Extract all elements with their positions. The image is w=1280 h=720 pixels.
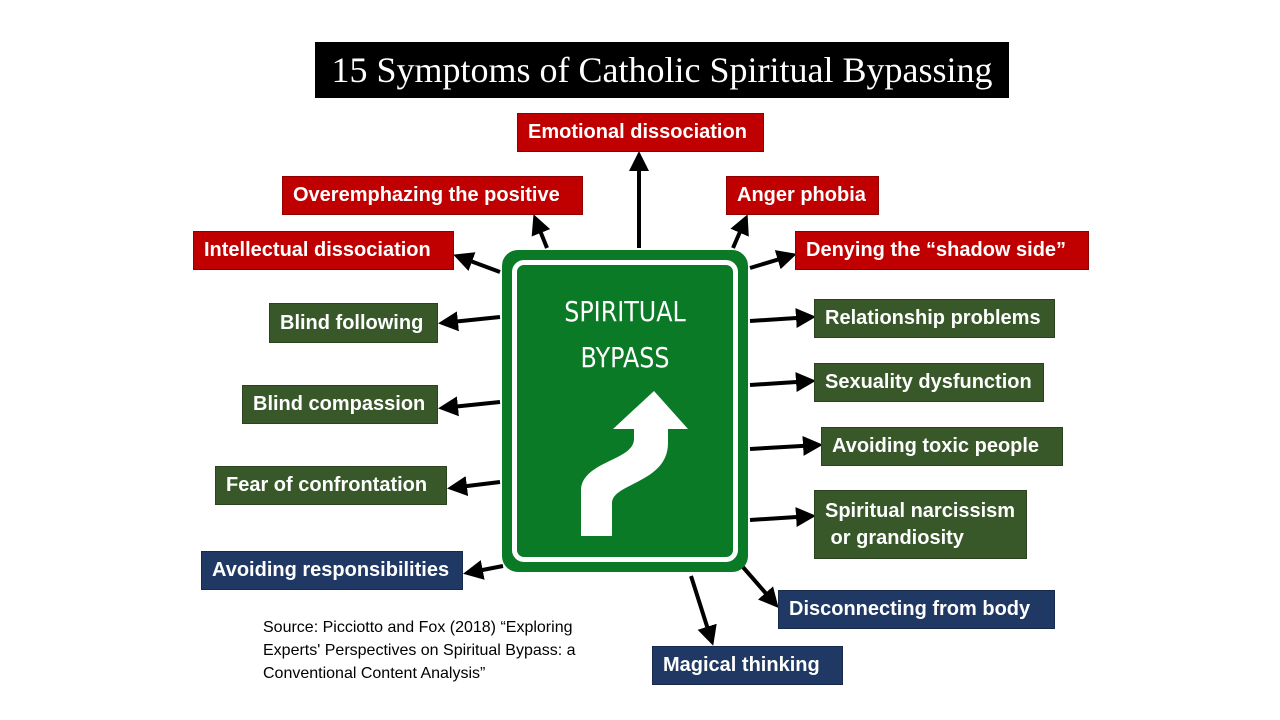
symptom-sexuality-dysfunction: Sexuality dysfunction (814, 363, 1044, 402)
symptom-blind-compassion: Blind compassion (242, 385, 438, 424)
sign-line-2: BYPASS (580, 341, 670, 374)
symptom-overemphazing-positive: Overemphazing the positive (282, 176, 583, 215)
arrow-narcissism (749, 507, 816, 528)
symptom-denying-shadow-side: Denying the “shadow side” (795, 231, 1089, 270)
symptom-avoiding-responsibilities: Avoiding responsibilities (201, 551, 463, 590)
symptom-relationship-problems: Relationship problems (814, 299, 1055, 338)
source-citation: Source: Picciotto and Fox (2018) “Explor… (263, 616, 633, 686)
symptom-avoiding-toxic-people: Avoiding toxic people (821, 427, 1063, 466)
curved-arrow-up-icon (581, 391, 688, 536)
symptom-blind-following: Blind following (269, 303, 438, 343)
spiritual-bypass-sign: SPIRITUAL BYPASS (502, 250, 748, 572)
sign-border: SPIRITUAL BYPASS (512, 260, 738, 562)
symptom-fear-of-confrontation: Fear of confrontation (215, 466, 447, 505)
arrow-blind-compassion (438, 396, 501, 417)
symptom-intellectual-dissociation: Intellectual dissociation (193, 231, 454, 270)
sign-line-1: SPIRITUAL (564, 295, 686, 328)
symptom-anger-phobia: Anger phobia (726, 176, 879, 215)
arrow-intellectual (453, 252, 501, 274)
diagram-title: 15 Symptoms of Catholic Spiritual Bypass… (315, 42, 1009, 98)
arrow-relationship (749, 308, 816, 329)
source-line-1: Source: Picciotto and Fox (2018) “Explor… (263, 619, 573, 636)
arrow-fear-confrontation (447, 476, 501, 496)
arrow-shadow-side (749, 250, 797, 270)
symptom-magical-thinking: Magical thinking (652, 646, 843, 685)
arrow-overemphazing (531, 214, 551, 249)
arrow-toxic-people (749, 435, 823, 456)
arrow-anger-phobia (730, 214, 749, 249)
symptom-emotional-dissociation: Emotional dissociation (517, 113, 764, 152)
source-line-2: Experts' Perspectives on Spiritual Bypas… (263, 642, 576, 660)
source-line-3: Conventional Content Analysis” (263, 665, 486, 683)
symptom-disconnecting-from-body: Disconnecting from body (778, 590, 1055, 629)
arrow-disconnecting (740, 564, 779, 609)
arrow-responsibilities (463, 560, 504, 580)
arrow-magical-thinking (689, 575, 717, 646)
arrow-blind-following (438, 311, 501, 332)
arrow-sexuality (749, 372, 816, 393)
symptom-spiritual-narcissism: Spiritual narcissism or grandiosity (814, 490, 1027, 559)
